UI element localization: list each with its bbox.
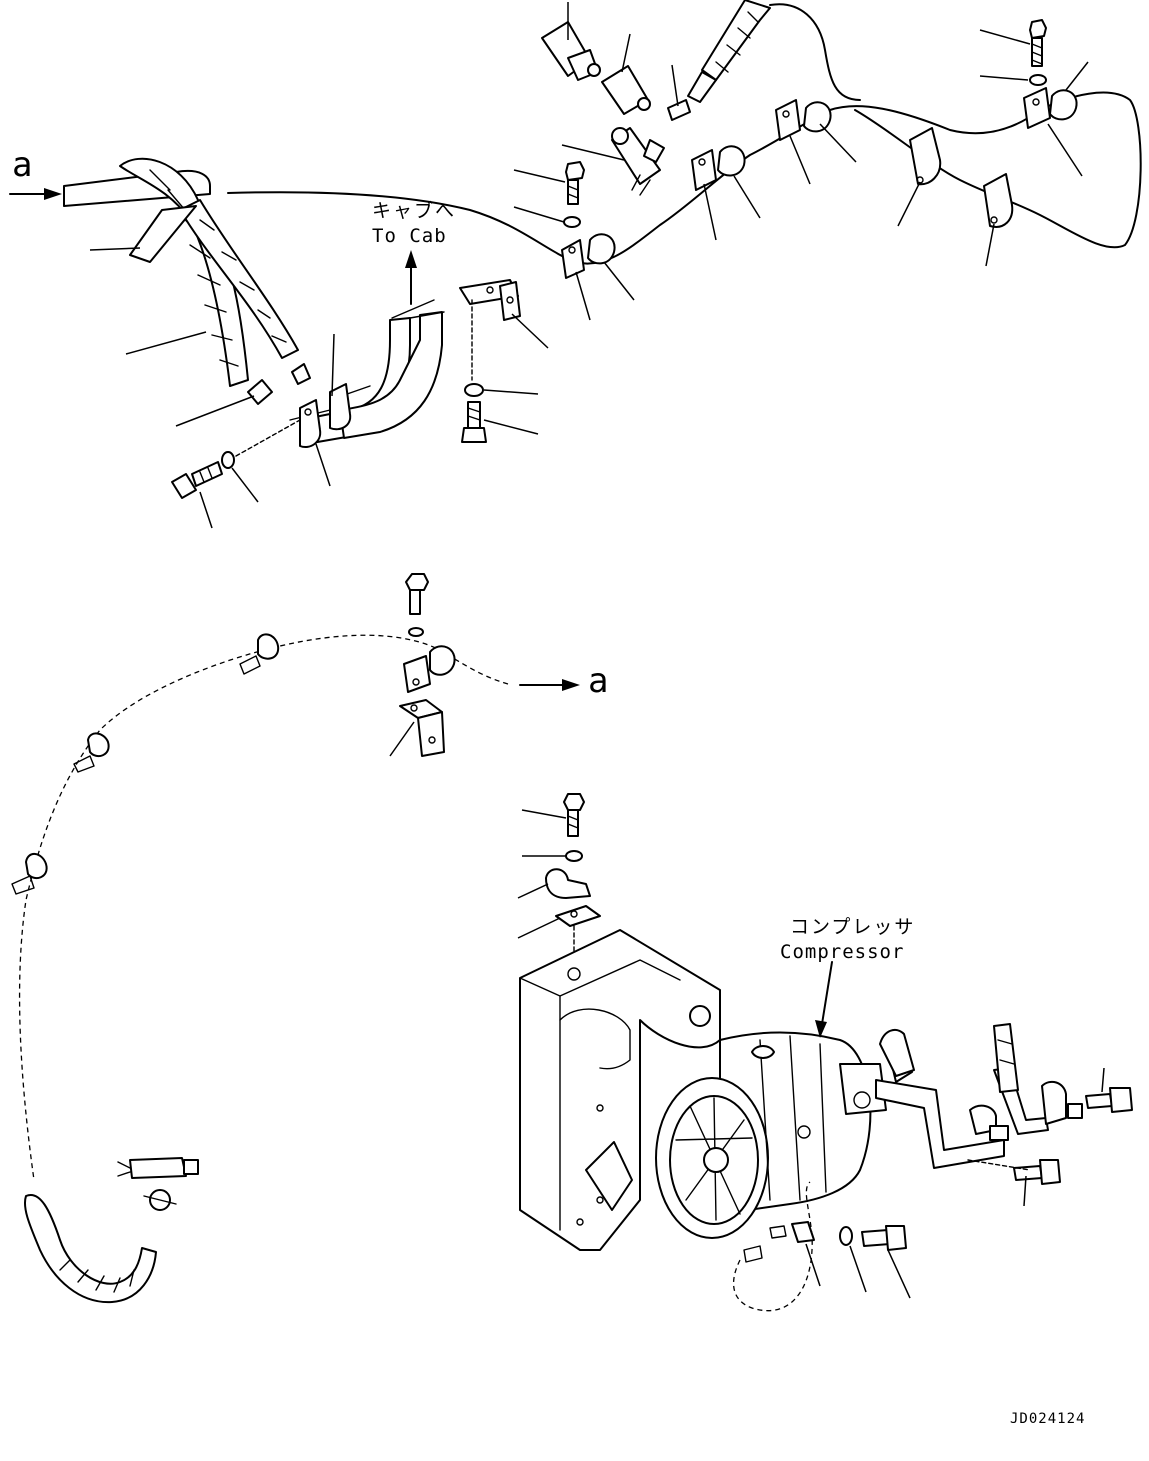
marker-a-right: a [588, 661, 609, 701]
arrow-a-in [9, 188, 62, 200]
connector-bottom-left [117, 1157, 199, 1211]
compressor-washer [839, 1226, 853, 1246]
bolt-bracket [461, 401, 487, 443]
bracket-bolt [563, 793, 585, 837]
compressor-bracket [519, 929, 721, 1251]
washer-mid-clamp [563, 216, 581, 228]
compressor-body [655, 1031, 887, 1239]
washer-top-right [1029, 74, 1047, 86]
bolt-mid-clamp [565, 161, 585, 205]
connector-2 [601, 65, 651, 115]
compressor-pipes [875, 1023, 1083, 1169]
clamp-6 [1023, 87, 1078, 129]
bracket-top [459, 279, 521, 321]
main-harness-wire [227, 91, 1142, 265]
drawing-code: JD024124 [1010, 1411, 1086, 1427]
compressor-connector [743, 1221, 815, 1263]
washer-lower-left [221, 451, 235, 469]
pipe-clamp-1 [299, 399, 322, 448]
upper-branch-wire [769, 3, 861, 101]
spiral-hose-left [63, 157, 299, 387]
top-hose-segment [687, 0, 771, 103]
bolt-top-right [1029, 19, 1047, 67]
cab-label-jp: キャブへ [372, 200, 457, 222]
washer-bracket [464, 383, 484, 397]
cab-label-en: To Cab [372, 225, 447, 247]
relay-connector [611, 127, 665, 196]
clamp-4 [909, 127, 942, 186]
compressor-assembly [517, 793, 1133, 1312]
compressor-label-jp: コンプレッサ [790, 916, 916, 938]
arrow-a-out [519, 679, 580, 691]
connector-pin [667, 99, 691, 121]
top-harness-assembly [9, 0, 1142, 529]
pipe-clamp-2 [329, 383, 352, 431]
pipe-bolt-2 [1013, 1159, 1061, 1185]
compressor-wire [732, 1181, 813, 1312]
clamp-3 [775, 99, 832, 141]
dashed-clamp-1 [239, 633, 280, 675]
mid-bolt [405, 573, 429, 615]
connector-1 [541, 21, 601, 81]
dashed-clamp-3 [11, 853, 48, 895]
hose-bottom-left [24, 1193, 157, 1304]
compressor-bolt [861, 1225, 907, 1251]
mid-bracket [399, 699, 445, 757]
clamp-2 [691, 145, 746, 191]
leader-lines-top [89, 2, 1089, 529]
bracket-clamp [545, 868, 591, 899]
bracket-plate [555, 905, 601, 927]
dashed-clamp-2 [73, 732, 110, 773]
mid-bracket-leader [389, 721, 415, 757]
compressor-arrow [815, 961, 833, 1038]
bracket-washer [565, 850, 583, 862]
clamp-5 [983, 173, 1014, 228]
bolt-lower-left [171, 461, 223, 499]
leader-lines-bottom [517, 809, 1105, 1299]
clip-left [247, 363, 311, 405]
mid-clamp [403, 645, 456, 693]
clamp-1 [561, 233, 616, 279]
pipe-bolt-1 [1085, 1087, 1133, 1113]
compressor-label-en: Compressor [780, 941, 905, 963]
marker-a-left: a [12, 145, 33, 185]
cab-arrow [405, 250, 417, 305]
middle-dashed-harness [11, 573, 580, 1304]
mid-washer [408, 627, 424, 637]
